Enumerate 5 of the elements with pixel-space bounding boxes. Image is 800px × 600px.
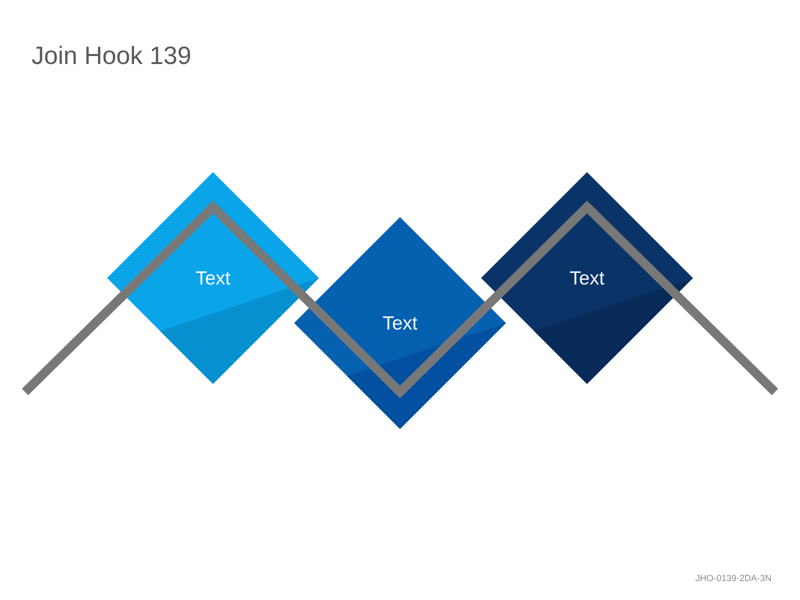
diamond-box: Text [481,172,693,384]
title: Join Hook 139 [32,46,190,64]
diamond-box: Text [107,172,319,384]
diamond-box: Text [294,217,506,429]
code-label: JHO-0139-2DA-3N [696,574,771,582]
